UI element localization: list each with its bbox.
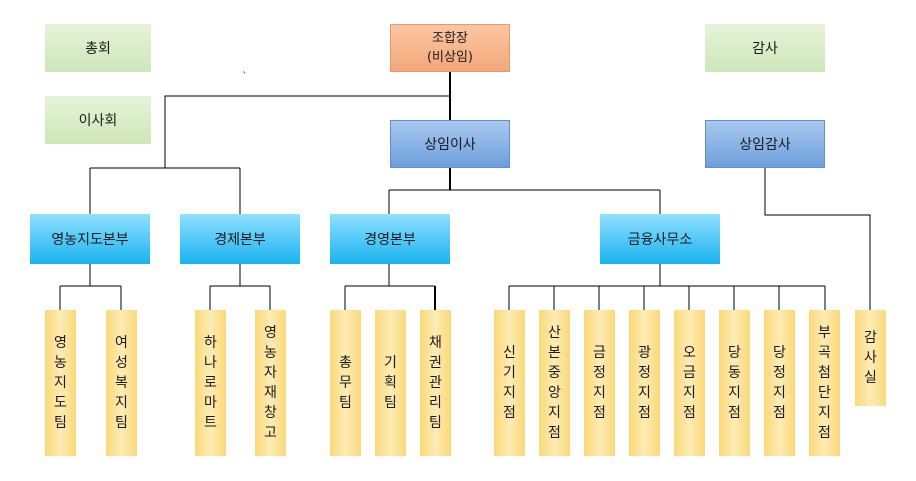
vertical-char: 마	[204, 395, 217, 411]
vertical-char: 기	[384, 355, 397, 371]
vertical-char: 점	[818, 425, 831, 441]
vertical-char: 지	[503, 385, 516, 401]
vertical-char: 트	[204, 415, 217, 431]
vertical-char: 점	[773, 405, 786, 421]
vertical-char: 지	[818, 405, 831, 421]
vertical-char: 팀	[384, 395, 397, 411]
vertical-char: 로	[204, 375, 217, 391]
vertical-char: 정	[773, 365, 786, 381]
vertical-char: 팀	[54, 415, 67, 431]
farming-division-box: 영농지도본부	[30, 214, 150, 264]
vertical-char: 감	[864, 330, 877, 346]
vertical-char: 지	[548, 405, 561, 421]
vertical-char: 지	[773, 385, 786, 401]
vertical-char: 정	[638, 365, 651, 381]
vertical-char: 정	[593, 365, 606, 381]
vertical-char: 복	[115, 375, 128, 391]
general-meeting-box: 총회	[45, 24, 151, 72]
vertical-char: 팀	[115, 415, 128, 431]
vertical-char: 하	[204, 335, 217, 351]
vertical-char: 실	[864, 370, 877, 386]
vertical-char: 채	[429, 335, 442, 351]
vertical-char: 동	[728, 365, 741, 381]
finance-office-box: 금융사무소	[600, 214, 720, 264]
vertical-char: 신	[503, 345, 516, 361]
vertical-char: 자	[264, 365, 277, 381]
vertical-char: 도	[54, 395, 67, 411]
vertical-char: 농	[54, 355, 67, 371]
management-division-box: 경영본부	[330, 214, 450, 264]
vertical-char: 산	[548, 325, 561, 341]
vertical-char: 나	[204, 355, 217, 371]
vertical-char: 팀	[339, 395, 352, 411]
vertical-char: 첨	[818, 365, 831, 381]
vertical-char: 획	[384, 375, 397, 391]
economy-division-box: 경제본부	[180, 214, 300, 264]
standing-auditor-box: 상임감사	[705, 120, 825, 168]
vertical-char: 재	[264, 385, 277, 401]
vertical-char: 단	[818, 385, 831, 401]
vertical-char: 점	[638, 405, 651, 421]
vertical-char: 총	[339, 355, 352, 371]
vertical-char: 영	[54, 335, 67, 351]
vertical-char: 오	[683, 345, 696, 361]
chairman-box: 조합장 (비상임)	[390, 24, 510, 72]
vertical-char: 당	[773, 345, 786, 361]
vertical-char: 리	[429, 395, 442, 411]
vertical-char: 지	[593, 385, 606, 401]
vertical-char: 성	[115, 355, 128, 371]
vertical-char: 사	[864, 350, 877, 366]
vertical-char: 지	[683, 385, 696, 401]
board-of-directors-box: 이사회	[45, 96, 151, 144]
vertical-char: 금	[683, 365, 696, 381]
vertical-char: 권	[429, 355, 442, 371]
vertical-char: 영	[264, 325, 277, 341]
vertical-char: 고	[264, 425, 277, 441]
vertical-char: 본	[548, 345, 561, 361]
vertical-char: 무	[339, 375, 352, 391]
vertical-char: 지	[728, 385, 741, 401]
vertical-char: 중	[548, 365, 561, 381]
auditor-box: 감사	[705, 24, 825, 72]
vertical-char: 팀	[429, 415, 442, 431]
vertical-char: 점	[683, 405, 696, 421]
vertical-char: 광	[638, 345, 651, 361]
vertical-char: 점	[593, 405, 606, 421]
vertical-char: 여	[115, 335, 128, 351]
vertical-char: 지	[115, 395, 128, 411]
vertical-char: 앙	[548, 385, 561, 401]
vertical-char: 당	[728, 345, 741, 361]
stray-mark: `	[242, 70, 248, 83]
vertical-char: 금	[593, 345, 606, 361]
vertical-char: 관	[429, 375, 442, 391]
vertical-char: 점	[503, 405, 516, 421]
vertical-char: 지	[54, 375, 67, 391]
vertical-char: 창	[264, 405, 277, 421]
vertical-char: 점	[728, 405, 741, 421]
vertical-char: 점	[548, 425, 561, 441]
standing-director-box: 상임이사	[390, 120, 510, 168]
vertical-char: 부	[818, 325, 831, 341]
vertical-char: 지	[638, 385, 651, 401]
vertical-char: 기	[503, 365, 516, 381]
vertical-char: 곡	[818, 345, 831, 361]
vertical-char: 농	[264, 345, 277, 361]
